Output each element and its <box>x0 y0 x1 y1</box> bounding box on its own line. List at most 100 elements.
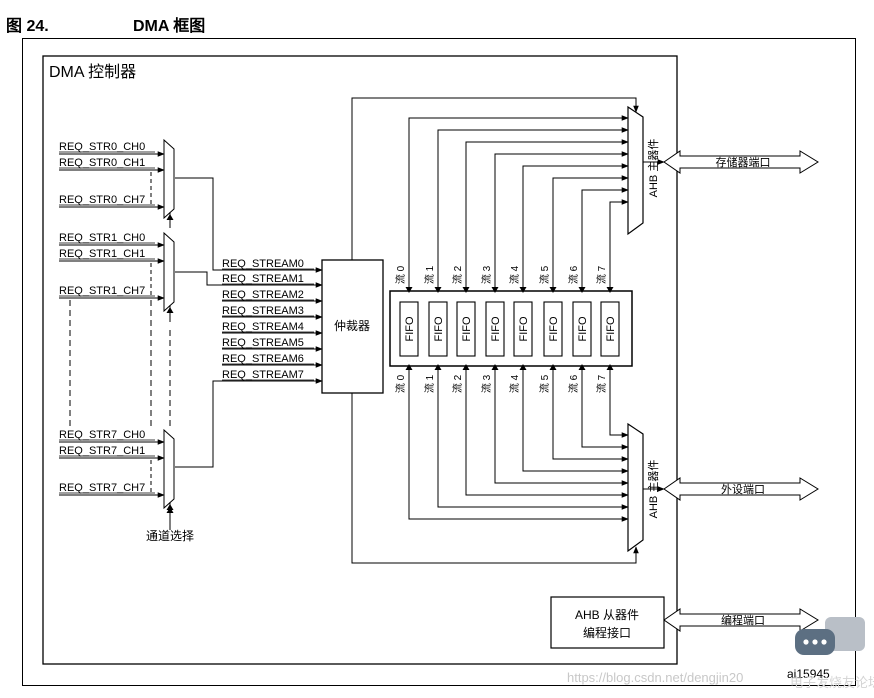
programming-port-label: 编程端口 <box>721 613 765 627</box>
peripheral-flow-fifo-arrowhead <box>491 364 499 370</box>
memory-flow-fifo-arrowhead <box>405 287 413 293</box>
stream-label: REQ_STREAM1 <box>222 273 304 285</box>
fifo-label: FIFO <box>433 316 445 341</box>
request-line-label: REQ_STR7_CH7 <box>59 482 145 494</box>
arbiter-box <box>321 259 384 394</box>
fifo-label: FIFO <box>461 316 473 341</box>
request-line-label: REQ_STR0_CH7 <box>59 194 145 206</box>
ahb-slave-line2: 编程接口 <box>583 625 631 640</box>
flow-label-top: 流 5 <box>538 265 551 284</box>
request-line-label: REQ_STR1_CH7 <box>59 285 145 297</box>
stream-label: REQ_STREAM7 <box>222 369 304 381</box>
peripheral-flow-fifo-arrowhead <box>462 364 470 370</box>
request-line-label: REQ_STR1_CH0 <box>59 232 145 244</box>
flow-label-top: 流 0 <box>394 265 407 284</box>
channel-mux <box>163 231 175 313</box>
stream-label: REQ_STREAM0 <box>222 258 304 270</box>
memory-port-label: 存储器端口 <box>716 155 771 169</box>
stream-label: REQ_STREAM2 <box>222 289 304 301</box>
fifo-label: FIFO <box>518 316 530 341</box>
channel-select-label: 通道选择 <box>146 529 194 543</box>
request-lines: REQ_STR0_CH0REQ_STR0_CH1REQ_STR0_CH7REQ_… <box>59 141 174 530</box>
channel-multiplexers <box>163 138 175 520</box>
fifo-box <box>399 301 419 357</box>
memory-flow-arrow <box>581 187 629 291</box>
request-line-label: REQ_STR7_CH1 <box>59 445 145 457</box>
peripheral-flow-arrow <box>408 366 629 522</box>
channel-mux <box>163 138 175 220</box>
memory-flow-arrow <box>408 115 629 291</box>
request-line-label: REQ_STR0_CH1 <box>59 157 145 169</box>
stream-label: REQ_STREAM6 <box>222 353 304 365</box>
memory-flow-arrow <box>552 175 629 291</box>
stream-label: REQ_STREAM5 <box>222 337 304 349</box>
channel-select-arrowhead <box>166 307 174 313</box>
figure-frame <box>22 38 856 686</box>
memory-flow-fifo-arrowhead <box>578 287 586 293</box>
flow-label-top: 流 7 <box>595 265 608 284</box>
memory-flow-arrow <box>522 163 629 291</box>
flow-label-bottom: 流 2 <box>451 374 464 393</box>
request-line-label: REQ_STR1_CH1 <box>59 248 145 260</box>
memory-flow-arrow <box>437 127 629 291</box>
ahb-master-peripheral-label: AHB 主器件 <box>647 460 660 519</box>
fifo-label: FIFO <box>548 316 560 341</box>
fifo-box <box>485 301 505 357</box>
peripheral-port-arrow: 外设端口 <box>663 477 819 501</box>
memory-flow-arrow <box>465 139 629 291</box>
peripheral-flow-arrow <box>581 366 629 450</box>
peripheral-flow-fifo-arrowhead <box>519 364 527 370</box>
channel-mux <box>163 428 175 510</box>
fifo-label: FIFO <box>404 316 416 341</box>
memory-flow-arrow <box>609 199 629 291</box>
peripheral-flow-fifo-arrowhead <box>405 364 413 370</box>
arbiter-to-memory-master <box>351 97 639 260</box>
programming-port-arrow: 编程端口 <box>663 608 819 632</box>
controller-box <box>42 55 678 665</box>
request-line-label: REQ_STR0_CH0 <box>59 141 145 153</box>
memory-flow-fifo-arrowhead <box>549 287 557 293</box>
peripheral-flow-arrow <box>522 366 629 474</box>
channel-select-arrowhead <box>166 214 174 220</box>
fifo-group <box>389 290 633 367</box>
memory-flow-fifo-arrowhead <box>434 287 442 293</box>
flow-label-bottom: 流 3 <box>480 374 493 393</box>
peripheral-flow-fifo-arrowhead <box>578 364 586 370</box>
flow-label-top: 流 2 <box>451 265 464 284</box>
peripheral-port-label: 外设端口 <box>721 483 765 496</box>
stream7-arrow <box>175 378 323 468</box>
fifo-box <box>543 301 563 357</box>
peripheral-flow-arrow <box>494 366 629 486</box>
ahb-master-memory-label: AHB 主器件 <box>647 139 660 198</box>
fifo-box <box>572 301 592 357</box>
ahb-slave-line1: AHB 从器件 <box>575 608 639 622</box>
flow-label-bottom: 流 0 <box>394 374 407 393</box>
fifo-label: FIFO <box>490 316 502 341</box>
stream0-arrow <box>175 177 323 273</box>
ahb-master-memory: AHB 主器件 <box>627 105 660 236</box>
request-line-label: REQ_STR7_CH0 <box>59 429 145 441</box>
fifo-box <box>456 301 476 357</box>
peripheral-flow-fifo-arrowhead <box>434 364 442 370</box>
fifo-box <box>428 301 448 357</box>
stream-label: REQ_STREAM4 <box>222 321 304 333</box>
fifo-label: FIFO <box>605 316 617 341</box>
arbiter-to-peripheral-master <box>351 393 639 564</box>
flow-label-top: 流 1 <box>423 265 436 284</box>
stream-flows: 流 0流 0流 1流 1流 2流 2流 3流 3流 4流 4流 5流 5流 6流… <box>394 115 665 522</box>
arbiter-label: 仲裁器 <box>334 319 370 333</box>
controller-label: DMA 控制器 <box>49 63 136 81</box>
stream-label: REQ_STREAM3 <box>222 305 304 317</box>
figure-title: DMA 框图 <box>133 18 206 35</box>
figure-number: 图 24. <box>6 18 49 35</box>
memory-flow-fifo-arrowhead <box>606 287 614 293</box>
peripheral-flow-fifo-arrowhead <box>606 364 614 370</box>
flow-label-top: 流 6 <box>567 265 580 284</box>
channel-select-arrowhead <box>166 504 174 510</box>
flow-label-bottom: 流 6 <box>567 374 580 393</box>
flow-label-top: 流 3 <box>480 265 493 284</box>
peripheral-flow-arrow <box>465 366 629 498</box>
memory-flow-fifo-arrowhead <box>491 287 499 293</box>
fifo-box <box>513 301 533 357</box>
